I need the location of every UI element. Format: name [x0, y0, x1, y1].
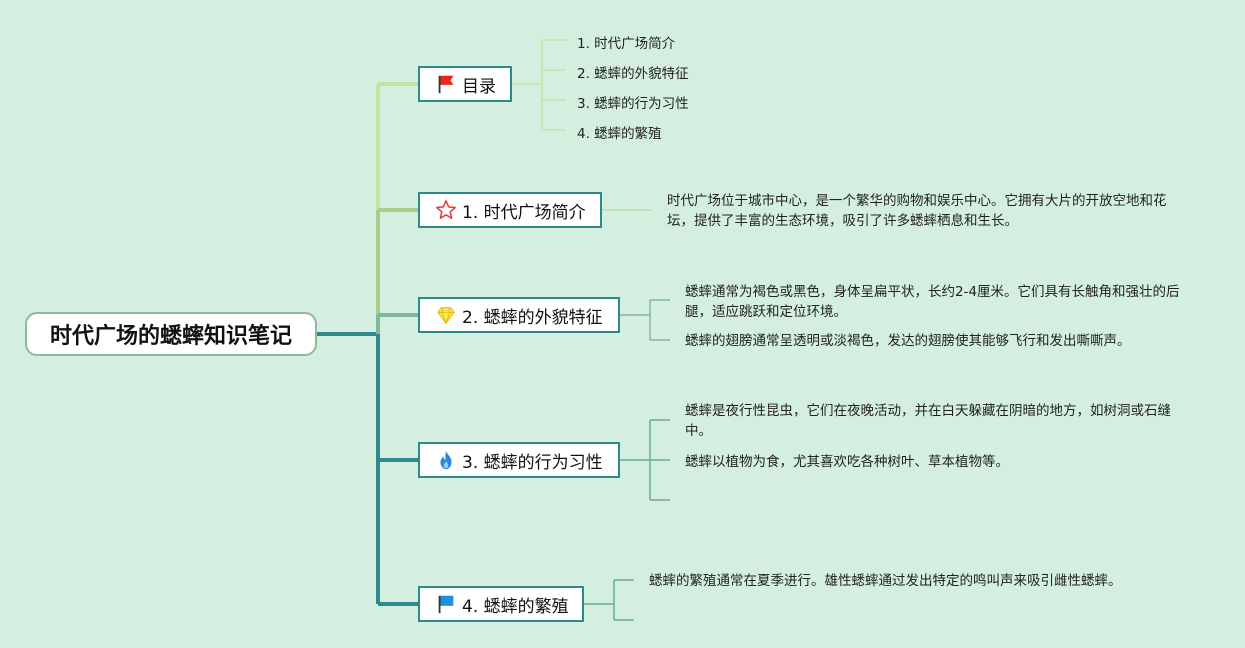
note-appearance-2[interactable]: 蟋蟀的翅膀通常呈透明或淡褐色，发达的翅膀使其能够飞行和发出嘶嘶声。 — [685, 333, 1131, 349]
red-flag-icon — [434, 72, 458, 96]
toc-item[interactable]: 4. 蟋蟀的繁殖 — [577, 126, 662, 142]
branch-appearance-label: 2. 蟋蟀的外貌特征 — [462, 307, 603, 328]
branch-behavior[interactable]: 3. 蟋蟀的行为习性 — [418, 442, 620, 478]
note-intro[interactable]: 时代广场位于城市中心，是一个繁华的购物和娱乐中心。它拥有大片的开放空地和花坛，提… — [667, 193, 1167, 229]
branch-toc-label: 目录 — [462, 76, 496, 97]
root-topic[interactable]: 时代广场的蟋蟀知识笔记 — [25, 312, 317, 356]
note-appearance-1[interactable]: 蟋蟀通常为褐色或黑色，身体呈扁平状，长约2-4厘米。它们具有长触角和强壮的后腿，… — [685, 284, 1180, 320]
branch-breeding-label: 4. 蟋蟀的繁殖 — [462, 596, 569, 617]
branch-intro-label: 1. 时代广场简介 — [462, 202, 586, 223]
branch-toc[interactable]: 目录 — [418, 66, 512, 102]
toc-item[interactable]: 2. 蟋蟀的外貌特征 — [577, 66, 689, 82]
branch-breeding[interactable]: 4. 蟋蟀的繁殖 — [418, 586, 584, 622]
diamond-icon — [434, 303, 458, 327]
fire-icon — [434, 448, 458, 472]
branch-behavior-label: 3. 蟋蟀的行为习性 — [462, 452, 603, 473]
toc-item[interactable]: 3. 蟋蟀的行为习性 — [577, 96, 689, 112]
branch-intro[interactable]: 1. 时代广场简介 — [418, 192, 602, 228]
blue-flag-icon — [434, 592, 458, 616]
note-behavior-1[interactable]: 蟋蟀是夜行性昆虫，它们在夜晚活动，并在白天躲藏在阴暗的地方，如树洞或石缝中。 — [685, 403, 1171, 439]
root-title: 时代广场的蟋蟀知识笔记 — [49, 324, 292, 349]
note-breeding-1[interactable]: 蟋蟀的繁殖通常在夏季进行。雄性蟋蟀通过发出特定的鸣叫声来吸引雌性蟋蟀。 — [649, 573, 1122, 589]
note-behavior-2[interactable]: 蟋蟀以植物为食，尤其喜欢吃各种树叶、草本植物等。 — [685, 454, 1009, 470]
toc-item[interactable]: 1. 时代广场简介 — [577, 36, 676, 52]
star-outline-icon — [434, 198, 458, 222]
branch-appearance[interactable]: 2. 蟋蟀的外貌特征 — [418, 297, 620, 333]
